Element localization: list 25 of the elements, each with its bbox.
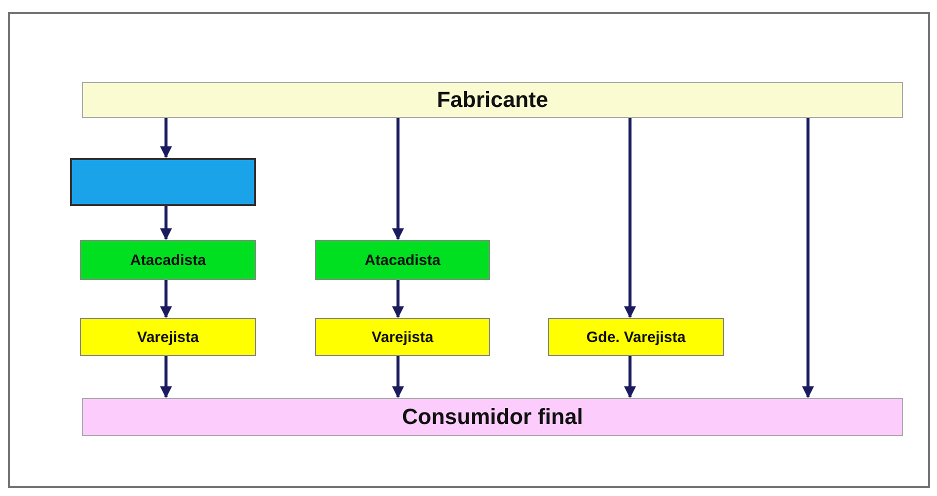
arrow [802,118,814,398]
arrow [160,118,172,158]
arrow [624,356,636,398]
arrow [392,356,404,398]
box-label: Atacadista [130,252,206,268]
arrow [160,356,172,398]
process-box [315,240,490,280]
box-label: Fabricante [436,87,548,113]
process-box [80,318,256,356]
process-box [82,82,903,118]
arrow [624,118,636,318]
arrow [160,280,172,318]
process-box [80,240,256,280]
box-label: Gde. Varejista [586,328,686,346]
arrow [392,118,404,240]
arrow [392,280,404,318]
process-box [548,318,724,356]
box-label: Consumidor final [402,404,583,430]
box-label: Varejista [372,328,434,346]
box-label: Varejista [137,328,199,346]
process-box [315,318,490,356]
arrow [160,206,172,240]
box-shape [70,158,256,206]
box-label: Atacadista [364,252,440,268]
process-box [82,398,903,436]
